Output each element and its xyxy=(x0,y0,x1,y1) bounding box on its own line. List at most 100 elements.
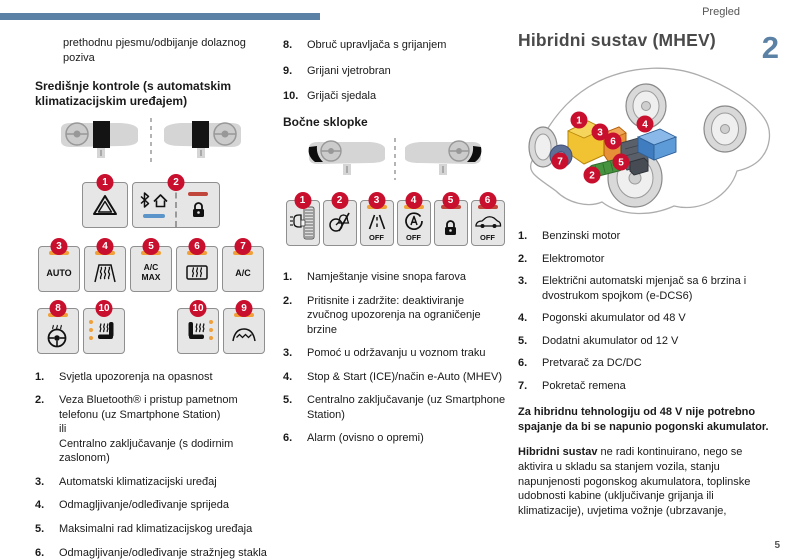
callout-badge: 8 xyxy=(49,299,67,317)
column-side-switches: 8.Obruč upravljača s grijanjem 9.Grijani… xyxy=(283,0,507,455)
callout-badge: 3 xyxy=(50,237,68,255)
callout-badge: 5 xyxy=(442,192,459,210)
off-label: OFF xyxy=(406,233,421,243)
central-lock-button xyxy=(175,182,219,227)
headlight-leveling-icon xyxy=(289,206,314,240)
seat-heat-icon xyxy=(188,321,205,339)
description-lead: Hibridni sustav xyxy=(518,445,598,458)
dashboard-locator-central xyxy=(61,117,241,164)
bluetooth-icon xyxy=(140,192,150,209)
dashboard-locator-sides xyxy=(308,138,482,181)
list-item: 5.Dodatni akumulator od 12 V xyxy=(518,334,679,347)
svg-text:1: 1 xyxy=(576,116,582,127)
chapter-accent-bar xyxy=(0,13,320,20)
hybrid-system-legend: 1.Benzinski motor 2.Elektromotor 3.Elekt… xyxy=(518,229,778,393)
car-alarm-icon xyxy=(474,216,501,229)
list-item: 4.Stop & Start (ICE)/način e-Auto (MHEV) xyxy=(283,370,503,383)
chapter-number: 2 xyxy=(761,30,779,65)
steering-heat-button: 8 xyxy=(37,299,79,354)
list-item: 8.Obruč upravljača s grijanjem xyxy=(283,39,447,51)
callout-badge: 1 xyxy=(96,173,114,191)
callout-badge: 6 xyxy=(479,192,496,210)
rear-defrost-icon xyxy=(186,265,208,280)
ac-max-label: A/C MAX xyxy=(141,262,161,282)
edge-highlight-left xyxy=(308,146,323,163)
side-switches-heading: Bočne sklopke xyxy=(283,114,368,129)
list-item: 5.Centralno zaključavanje (uz Smartphone… xyxy=(283,394,506,421)
lane-assist-icon xyxy=(368,214,385,229)
list-item: 4.Odmagljivanje/odleđivanje sprijeda xyxy=(35,499,229,512)
ac-max-button: 5 A/C MAX xyxy=(130,237,172,292)
section-title: Hibridni sustav (MHEV) xyxy=(518,30,716,50)
auto-label: AUTO xyxy=(46,267,72,278)
list-item: 7.Pokretač remena xyxy=(518,379,626,392)
list-item: 4.Pogonski akumulator od 48 V xyxy=(518,312,686,325)
speed-alert-off-button: 2 xyxy=(322,192,357,247)
callout-badge: 4 xyxy=(405,192,422,210)
hybrid-powertrain-diagram: 1 2 3 4 5 6 7 xyxy=(528,67,771,215)
callout-badge: 10 xyxy=(189,299,207,317)
list-item: 2.Veza Bluetooth® i pristup pametnom tel… xyxy=(35,394,238,465)
list-item: 3.Pomoć u održavanju u voznom traku xyxy=(283,347,486,360)
console-highlight-left xyxy=(93,120,110,148)
heat-level-dots xyxy=(89,319,93,340)
running-header: Pregled xyxy=(702,6,740,18)
svg-text:6: 6 xyxy=(610,137,616,148)
list-item: 5.Maksimalni rad klimatizacijskog uređaj… xyxy=(35,523,253,535)
hybrid-system-description: Hibridni sustav ne radi kontinuirano, ne… xyxy=(518,445,778,519)
list-item: 1.Benzinski motor xyxy=(518,230,621,242)
column-central-controls: prethodnu pjesmu/odbijanje dolaznog pozi… xyxy=(35,0,267,559)
edge-highlight-right xyxy=(467,146,482,163)
continuation-text: prethodnu pjesmu/odbijanje dolaznog pozi… xyxy=(63,37,246,64)
traction-battery-48v xyxy=(636,128,678,161)
callout-badge: 3 xyxy=(368,192,385,210)
front-defrost-button: 4 xyxy=(84,237,126,292)
column-hybrid-system: Hibridni sustav (MHEV) xyxy=(518,0,778,519)
diagram-callout-badges: 1 2 3 4 5 6 7 xyxy=(551,111,654,184)
list-item: 10.Grijači sjedala xyxy=(283,90,377,103)
front-defrost-icon xyxy=(94,264,116,283)
list-item: 2.Elektromotor xyxy=(518,252,605,265)
callout-badge: 4 xyxy=(96,237,114,255)
blue-indicator xyxy=(143,214,165,219)
svg-text:3: 3 xyxy=(597,128,603,139)
svg-text:4: 4 xyxy=(642,120,648,131)
callout-badge: 7 xyxy=(234,237,252,255)
smartphone-lock-panel: 2 xyxy=(132,173,220,228)
list-item: 3.Električni automatski mjenjač sa 6 brz… xyxy=(518,275,747,302)
central-buttons-row-1: 1 2 xyxy=(35,173,267,228)
red-indicator xyxy=(188,191,208,196)
list-item: 6.Odmagljivanje/odleđivanje stražnjeg st… xyxy=(35,546,267,559)
central-controls-legend: 1.Svjetla upozorenja na opasnost 2.Veza … xyxy=(35,370,267,559)
callout-badge: 9 xyxy=(235,299,253,317)
side-switches-legend: 1.Namještanje visine snopa farova 2.Prit… xyxy=(283,270,507,446)
callout-badge: 10 xyxy=(95,299,113,317)
callout-badge: 2 xyxy=(331,192,348,210)
list-item: 3.Automatski klimatizacijski uređaj xyxy=(35,475,217,488)
lane-assist-button: 3 OFF xyxy=(359,192,394,247)
off-label: OFF xyxy=(369,233,384,243)
hazard-warning-icon xyxy=(93,194,117,215)
callout-badge: 2 xyxy=(167,173,185,191)
svg-text:5: 5 xyxy=(618,158,624,169)
page-number: 5 xyxy=(774,540,780,551)
windshield-heat-icon xyxy=(232,328,256,342)
heating-buttons-row: 8 xyxy=(35,299,267,354)
description-rest: ne radi kontinuirano, nego se aktivira u… xyxy=(518,445,751,518)
auto-climate-button: 3 AUTO xyxy=(38,237,80,292)
bluetooth-home-button xyxy=(133,183,175,227)
list-item: 1.Svjetla upozorenja na opasnost xyxy=(35,370,213,383)
alarm-button: 6 OFF xyxy=(470,192,505,247)
off-label: OFF xyxy=(480,233,495,243)
central-lock-side-button: 5 xyxy=(433,192,468,247)
lock-icon xyxy=(192,201,204,217)
list-item: 6.Pretvarač za DC/DC xyxy=(518,357,642,370)
list-item: 2.Pritisnite i zadržite: deaktiviranje z… xyxy=(283,294,481,336)
list-item: 9.Grijani vjetrobran xyxy=(283,64,391,77)
central-controls-legend-continued: 8.Obruč upravljača s grijanjem 9.Grijani… xyxy=(283,38,507,104)
seat-heat-left-button: 10 xyxy=(83,299,125,354)
list-item: 6.Alarm (ovisno o opremi) xyxy=(283,432,424,445)
list-item: 1.Namještanje visine snopa farova xyxy=(283,271,466,284)
heat-level-dots xyxy=(209,319,213,340)
